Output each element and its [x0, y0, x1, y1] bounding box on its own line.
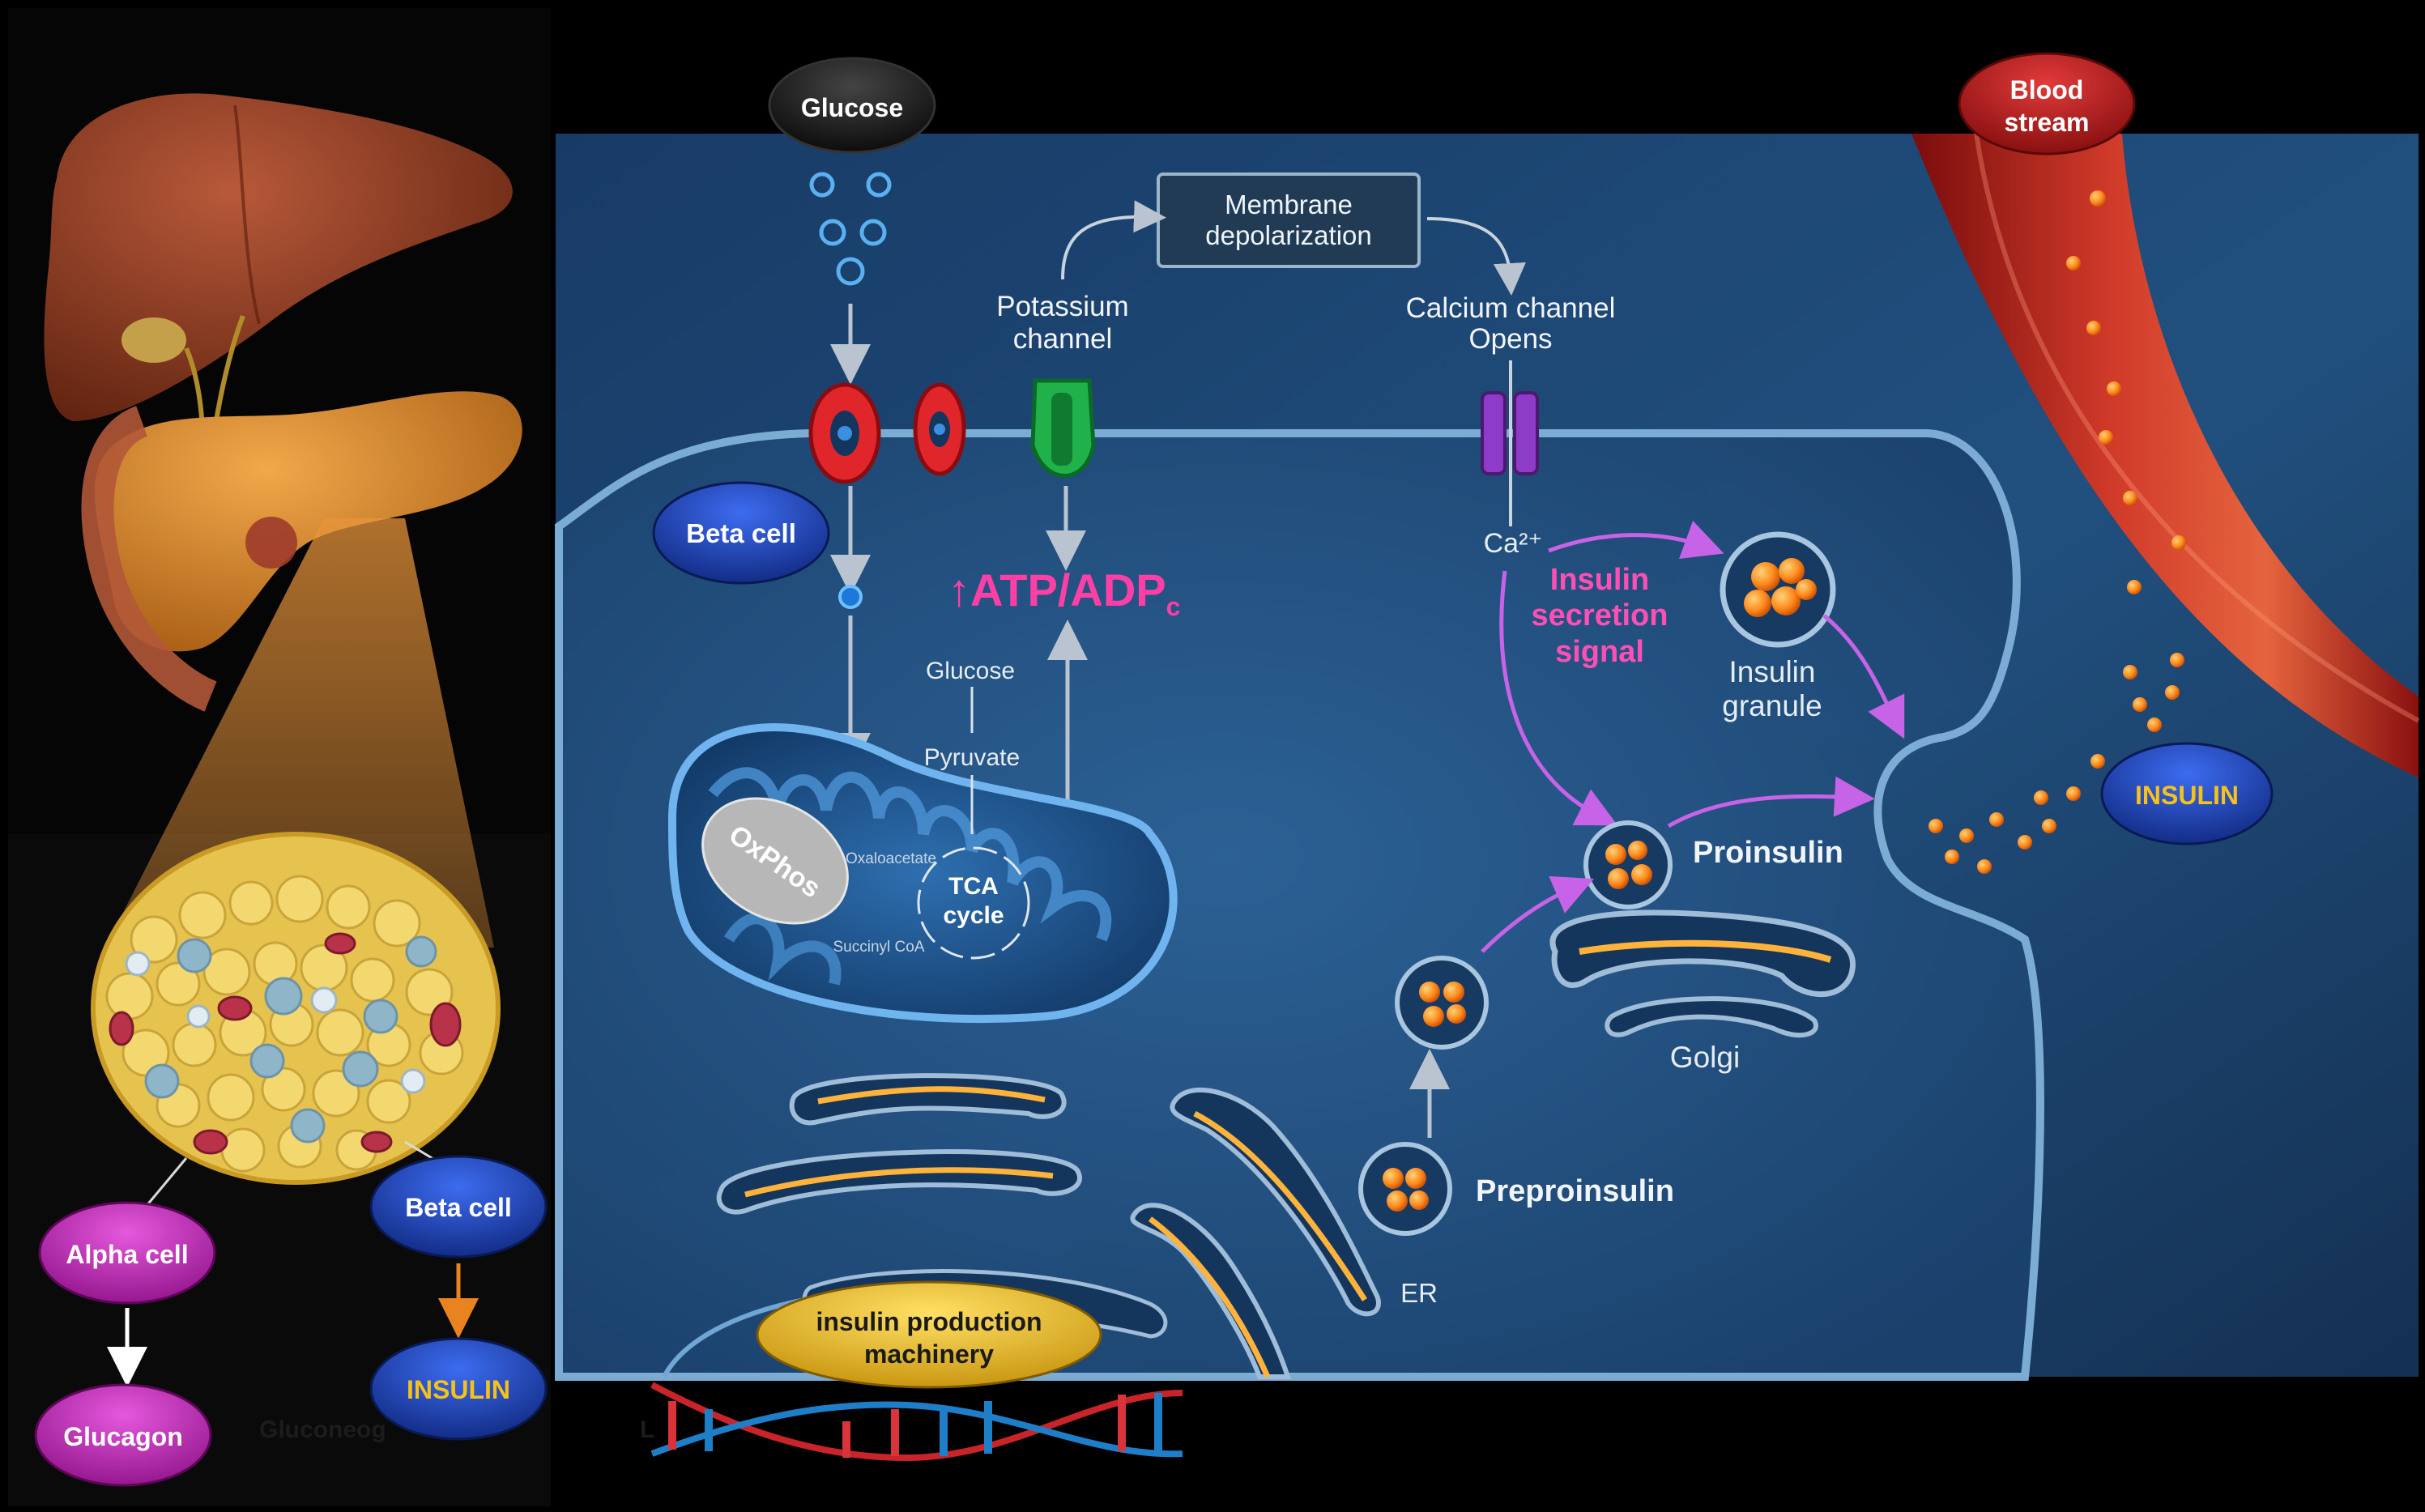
machinery-label-line2: machinery — [864, 1340, 994, 1369]
granule-label-line1: Insulin — [1729, 655, 1816, 688]
calcium-channel-icon — [1481, 391, 1539, 475]
glucose-inside-molecule — [838, 585, 863, 609]
faint-l-label: L — [640, 1416, 654, 1443]
potassium-channel-icon — [1030, 378, 1096, 478]
islet-to-alpha-pointer — [144, 1157, 188, 1207]
gluconeogenesis-faint-label: Gluconeog — [259, 1416, 386, 1443]
glucose-transporter-icon — [808, 382, 881, 484]
blood-stream-badge: Blood stream — [1958, 52, 2136, 155]
insulin-badge-right: INSULIN — [2100, 742, 2274, 845]
transport-vesicle-icon — [1395, 956, 1489, 1050]
calcium-label-line2: Opens — [1468, 323, 1552, 355]
succinyl-label: Succinyl CoA — [833, 939, 925, 956]
tca-label-line2: cycle — [943, 902, 1004, 929]
blood-stream-label-line1: Blood — [2010, 75, 2084, 104]
mito-glucose-label: Glucose — [926, 658, 1015, 684]
signal-label-line2: secretion — [1532, 598, 1669, 632]
oxphos-badge: OxPhos — [701, 797, 849, 925]
glucose-transporter-icon-2 — [913, 382, 966, 476]
proinsulin-to-membrane-arrow — [1667, 776, 1875, 828]
insulin-right-label: INSULIN — [2135, 781, 2239, 810]
calcium-label-line1: Calcium channel — [1406, 292, 1616, 324]
golgi-label: Golgi — [1670, 1041, 1740, 1074]
calcium-ion-label: Ca²⁺ — [1484, 528, 1543, 559]
glucose-badge: Glucose — [768, 57, 936, 154]
granule-exocytosis-arrow — [1822, 614, 1905, 739]
glucagon-label: Glucagon — [63, 1422, 183, 1451]
dna-helix-icon — [650, 1382, 1183, 1462]
insulin-granule-icon — [1720, 531, 1836, 648]
beta-cell-left-label: Beta cell — [405, 1193, 512, 1222]
islet-icon — [91, 832, 501, 1185]
potassium-label-line2: channel — [1013, 323, 1113, 355]
depolarization-arrow-out — [1426, 217, 1526, 296]
glucose-molecules — [809, 172, 892, 286]
pancreas-icon — [81, 391, 522, 712]
insulin-left-label: INSULIN — [407, 1375, 510, 1404]
tca-label-line1: TCA — [948, 873, 999, 900]
machinery-label-line1: insulin production — [816, 1307, 1042, 1336]
alpha-cell-label: Alpha cell — [66, 1240, 188, 1269]
zoom-cone — [105, 518, 494, 948]
signal-label-line3: signal — [1555, 635, 1644, 669]
golgi-icon — [1549, 909, 1856, 1038]
granule-label-line2: granule — [1722, 689, 1822, 722]
vesicle-to-golgi-arrow — [1481, 875, 1594, 953]
preproinsulin-label: Preproinsulin — [1476, 1174, 1674, 1208]
potassium-label-line1: Potassium — [996, 291, 1128, 322]
proinsulin-label: Proinsulin — [1693, 836, 1843, 870]
released-insulin-particles — [1928, 653, 2184, 874]
membrane-label-line2: depolarization — [1205, 220, 1371, 250]
calcium-to-proinsulin-arrow — [1499, 570, 1618, 826]
insulin-left-badge: INSULIN — [369, 1337, 548, 1441]
blood-vessel-icon — [1911, 133, 2420, 777]
calcium-to-granule-arrow — [1548, 520, 1724, 559]
tca-cycle-ring — [917, 846, 1030, 960]
beta-cell-left-badge: Beta cell — [369, 1155, 548, 1259]
machinery-badge: insulin production machinery — [756, 1280, 1102, 1389]
beta-cell-badge: Beta cell — [652, 481, 830, 585]
blood-stream-label-line2: stream — [2005, 108, 2090, 137]
pyruvate-label: Pyruvate — [924, 744, 1020, 771]
beta-cell-label: Beta cell — [686, 518, 796, 548]
signal-label-line1: Insulin — [1550, 563, 1649, 597]
mitochondrion-icon — [667, 723, 1178, 1024]
membrane-depolarization-box: Membrane depolarization — [1157, 172, 1421, 268]
glucagon-badge: Glucagon — [34, 1383, 212, 1487]
er-label: ER — [1400, 1278, 1438, 1308]
membrane-label-line1: Membrane — [1225, 190, 1353, 219]
alpha-cell-badge: Alpha cell — [38, 1201, 216, 1305]
glucose-label: Glucose — [801, 93, 903, 122]
proinsulin-vesicle-icon — [1583, 820, 1673, 909]
preproinsulin-vesicle-icon — [1358, 1142, 1452, 1236]
oxaloacetate-label: Oxaloacetate — [846, 850, 936, 867]
atp-adp-label: ↑ATP/ADPc — [948, 564, 1180, 621]
depolarization-arrow-in — [1061, 200, 1166, 280]
